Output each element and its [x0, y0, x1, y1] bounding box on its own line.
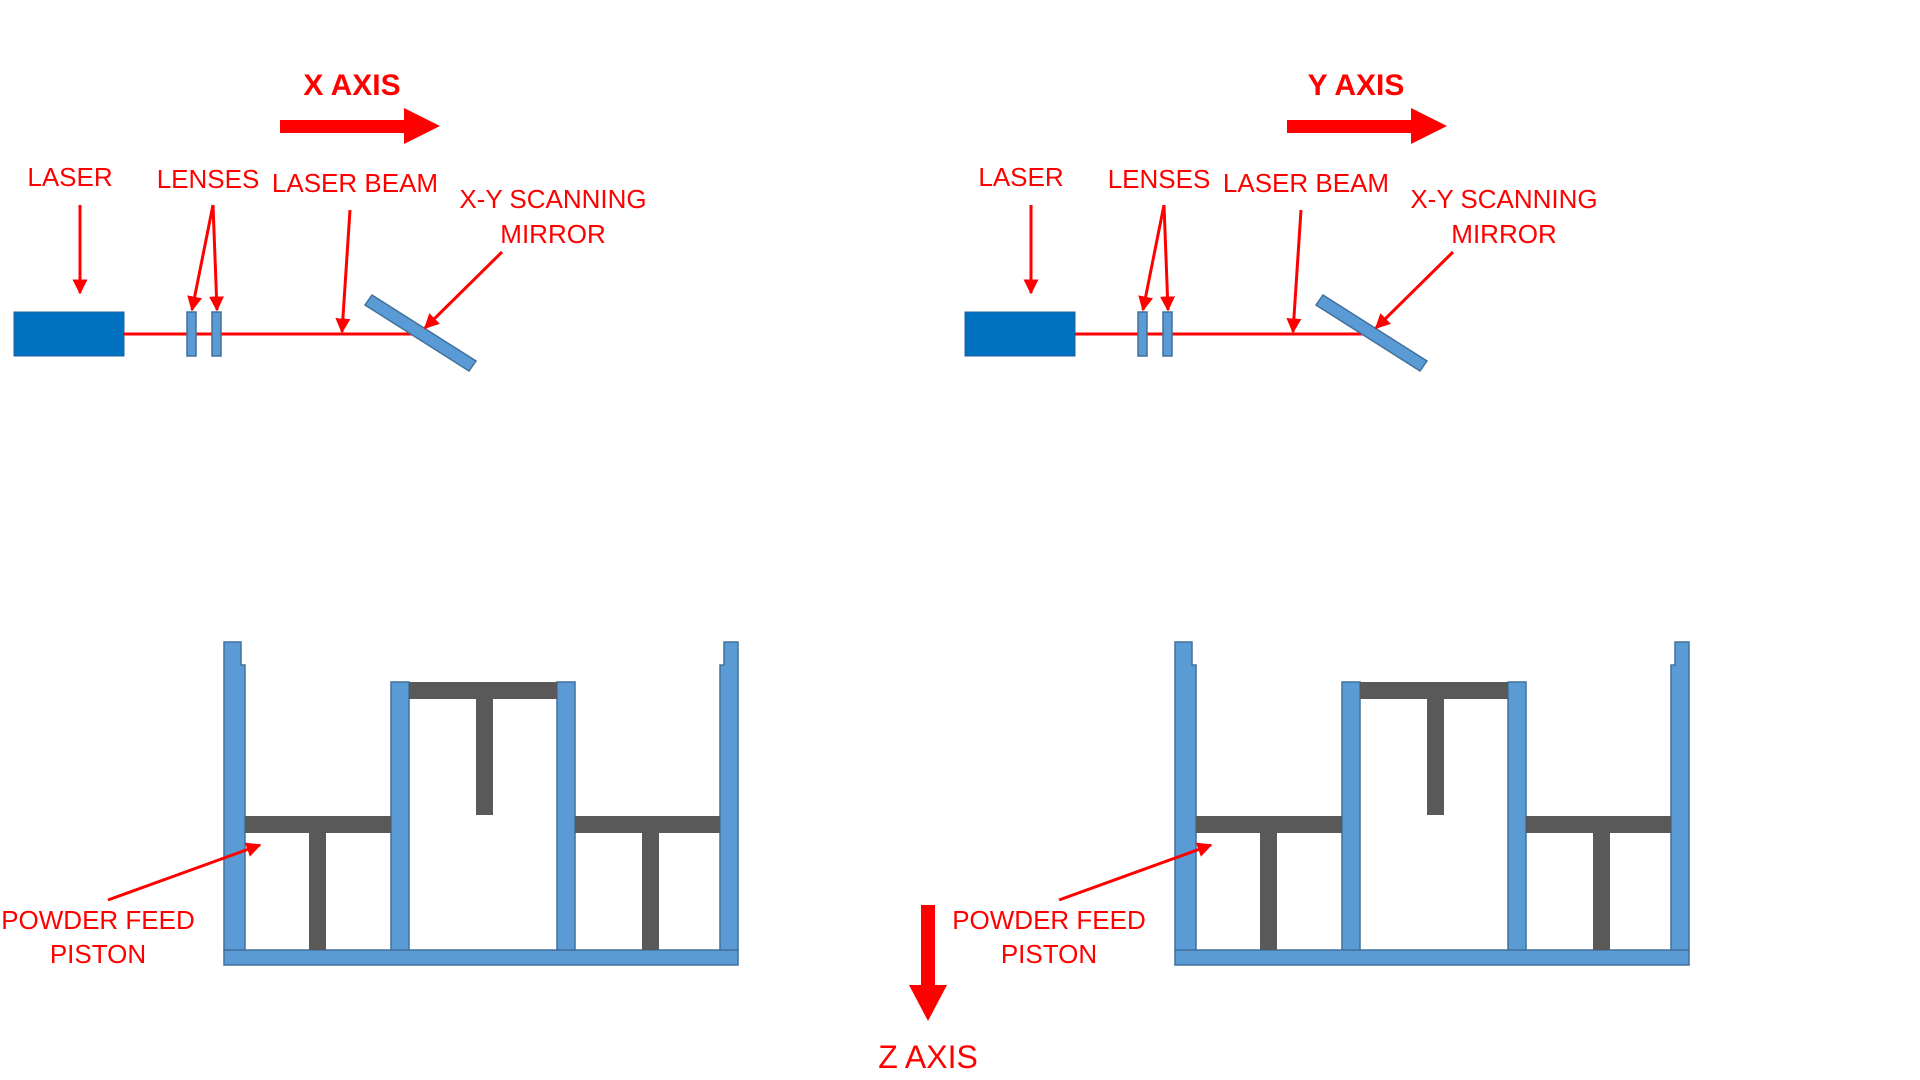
lens-pointer-1	[1138, 204, 1166, 312]
laser-beam-pointer	[335, 209, 352, 334]
build-chamber	[223, 641, 739, 966]
lens-1	[186, 311, 197, 357]
build-piston-plate	[409, 682, 557, 699]
mirror-label-line2: MIRROR	[500, 219, 605, 249]
powder-piston-plate	[1196, 816, 1342, 833]
scanning-mirror	[363, 293, 478, 373]
lenses-label: LENSES	[1108, 164, 1211, 194]
powder-piston-rod	[1260, 833, 1277, 950]
mirror-label-line2: MIRROR	[1451, 219, 1556, 249]
laser-beam-label: LASER BEAM	[272, 168, 438, 198]
build-piston-rod	[476, 699, 493, 815]
inner-wall-right	[556, 681, 576, 951]
mirror-label-line1: X-Y SCANNING	[459, 184, 646, 214]
lens-pointer-1	[187, 204, 215, 312]
powder-label-line2: PISTON	[1001, 939, 1097, 969]
z-axis-arrow	[909, 905, 947, 1021]
laser-beam-label: LASER BEAM	[1223, 168, 1389, 198]
lens-1	[1137, 311, 1148, 357]
powder-label-line2: PISTON	[50, 939, 146, 969]
outer-wall-left	[223, 641, 246, 951]
powder-label-line1: POWDER FEED	[952, 905, 1146, 935]
build-chamber	[1174, 641, 1690, 966]
laser-label: LASER	[978, 162, 1063, 192]
inner-wall-left	[1341, 681, 1361, 951]
mirror-label-line1: X-Y SCANNING	[1410, 184, 1597, 214]
base-plate	[223, 949, 739, 966]
lens-pointer-2	[1159, 204, 1175, 312]
z-axis-label: Z AXIS	[878, 1039, 978, 1075]
mirror-pointer	[423, 250, 504, 330]
build-piston-plate	[1360, 682, 1508, 699]
lens-pointer-2	[208, 204, 224, 312]
laser-body	[964, 311, 1076, 357]
overflow-piston-rod	[1593, 833, 1610, 950]
outer-wall-right	[1670, 641, 1690, 951]
inner-wall-left	[390, 681, 410, 951]
laser-label: LASER	[27, 162, 112, 192]
build-piston-rod	[1427, 699, 1444, 815]
overflow-piston-plate	[1526, 816, 1671, 833]
laser-beam-pointer	[1286, 209, 1303, 334]
lens-2	[1162, 311, 1173, 357]
inner-wall-right	[1507, 681, 1527, 951]
x-axis-label: X AXIS	[303, 69, 400, 102]
powder-pointer	[107, 842, 262, 902]
laser-body	[13, 311, 125, 357]
outer-wall-right	[719, 641, 739, 951]
left-setup: X AXIS LASER LENSES LASER BEAM X-Y SCANN…	[1, 69, 739, 969]
right-setup: Y AXIS LASER LENSES LASER BEAM X-Y SCANN…	[952, 69, 1690, 969]
y-axis-label: Y AXIS	[1308, 69, 1405, 102]
y-axis-arrow	[1287, 108, 1447, 144]
powder-piston-rod	[309, 833, 326, 950]
powder-label-line1: POWDER FEED	[1, 905, 195, 935]
lens-2	[211, 311, 222, 357]
base-plate	[1174, 949, 1690, 966]
powder-pointer	[1058, 842, 1213, 902]
mirror-pointer	[1374, 250, 1455, 330]
overflow-piston-plate	[575, 816, 720, 833]
powder-piston-plate	[245, 816, 391, 833]
x-axis-arrow	[280, 108, 440, 144]
lenses-label: LENSES	[157, 164, 260, 194]
outer-wall-left	[1174, 641, 1197, 951]
scanning-mirror	[1314, 293, 1429, 373]
overflow-piston-rod	[642, 833, 659, 950]
